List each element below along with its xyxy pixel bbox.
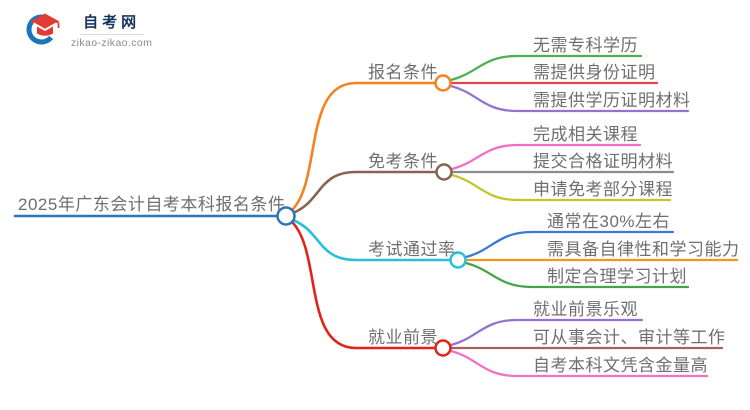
logo-divider [79,33,144,35]
branch-node-circle[interactable] [449,251,467,269]
leaf-label[interactable]: 就业前景乐观 [533,300,638,319]
leaf-label[interactable]: 申请免考部分课程 [533,180,673,199]
leaf-line [449,84,690,113]
leaf-label[interactable]: 通常在30%左右 [547,212,671,231]
leaf-line [450,143,642,171]
branch-line [291,218,453,262]
site-url: zikao-zikao.com [71,36,153,49]
leaf-line [449,349,709,378]
branch-label-pass-rate[interactable]: 考试通过率 [368,240,456,259]
leaf-line [464,261,690,289]
branch-node-circle[interactable] [435,163,453,181]
branch-label-exemption[interactable]: 免考条件 [368,152,438,171]
branch-node-circle[interactable] [434,74,452,92]
leaf-label[interactable]: 提交合格证明材料 [533,152,673,171]
leaf-label[interactable]: 需提供身份证明 [533,63,656,82]
leaf-line [450,173,672,202]
leaf-line [464,230,675,259]
leaf-label[interactable]: 完成相关课程 [533,125,638,144]
leaf-label[interactable]: 无需专科学历 [533,36,638,55]
branch-line [291,170,439,215]
leaf-label[interactable]: 制定合理学习计划 [547,267,687,286]
leaf-label[interactable]: 可从事会计、审计等工作 [533,328,726,347]
root-node-circle[interactable] [276,206,296,226]
graduation-cap-icon [26,13,60,45]
site-name: 自考网 [83,13,141,31]
leaf-line [449,54,643,82]
leaf-label[interactable]: 自考本科文凭含金量高 [533,356,708,375]
root-topic-label[interactable]: 2025年广东会计自考本科报名条件 [18,195,286,214]
site-logo: 自考网 zikao-zikao.com [26,12,152,50]
leaf-line [449,318,644,347]
branch-label-career[interactable]: 就业前景 [368,328,438,347]
branch-line [290,81,438,212]
leaf-label[interactable]: 需具备自律性和学习能力 [547,240,740,259]
branch-label-registration[interactable]: 报名条件 [368,63,438,82]
leaf-label[interactable]: 需提供学历证明材料 [533,91,691,110]
branch-line [290,220,438,350]
branch-node-circle[interactable] [434,339,452,357]
